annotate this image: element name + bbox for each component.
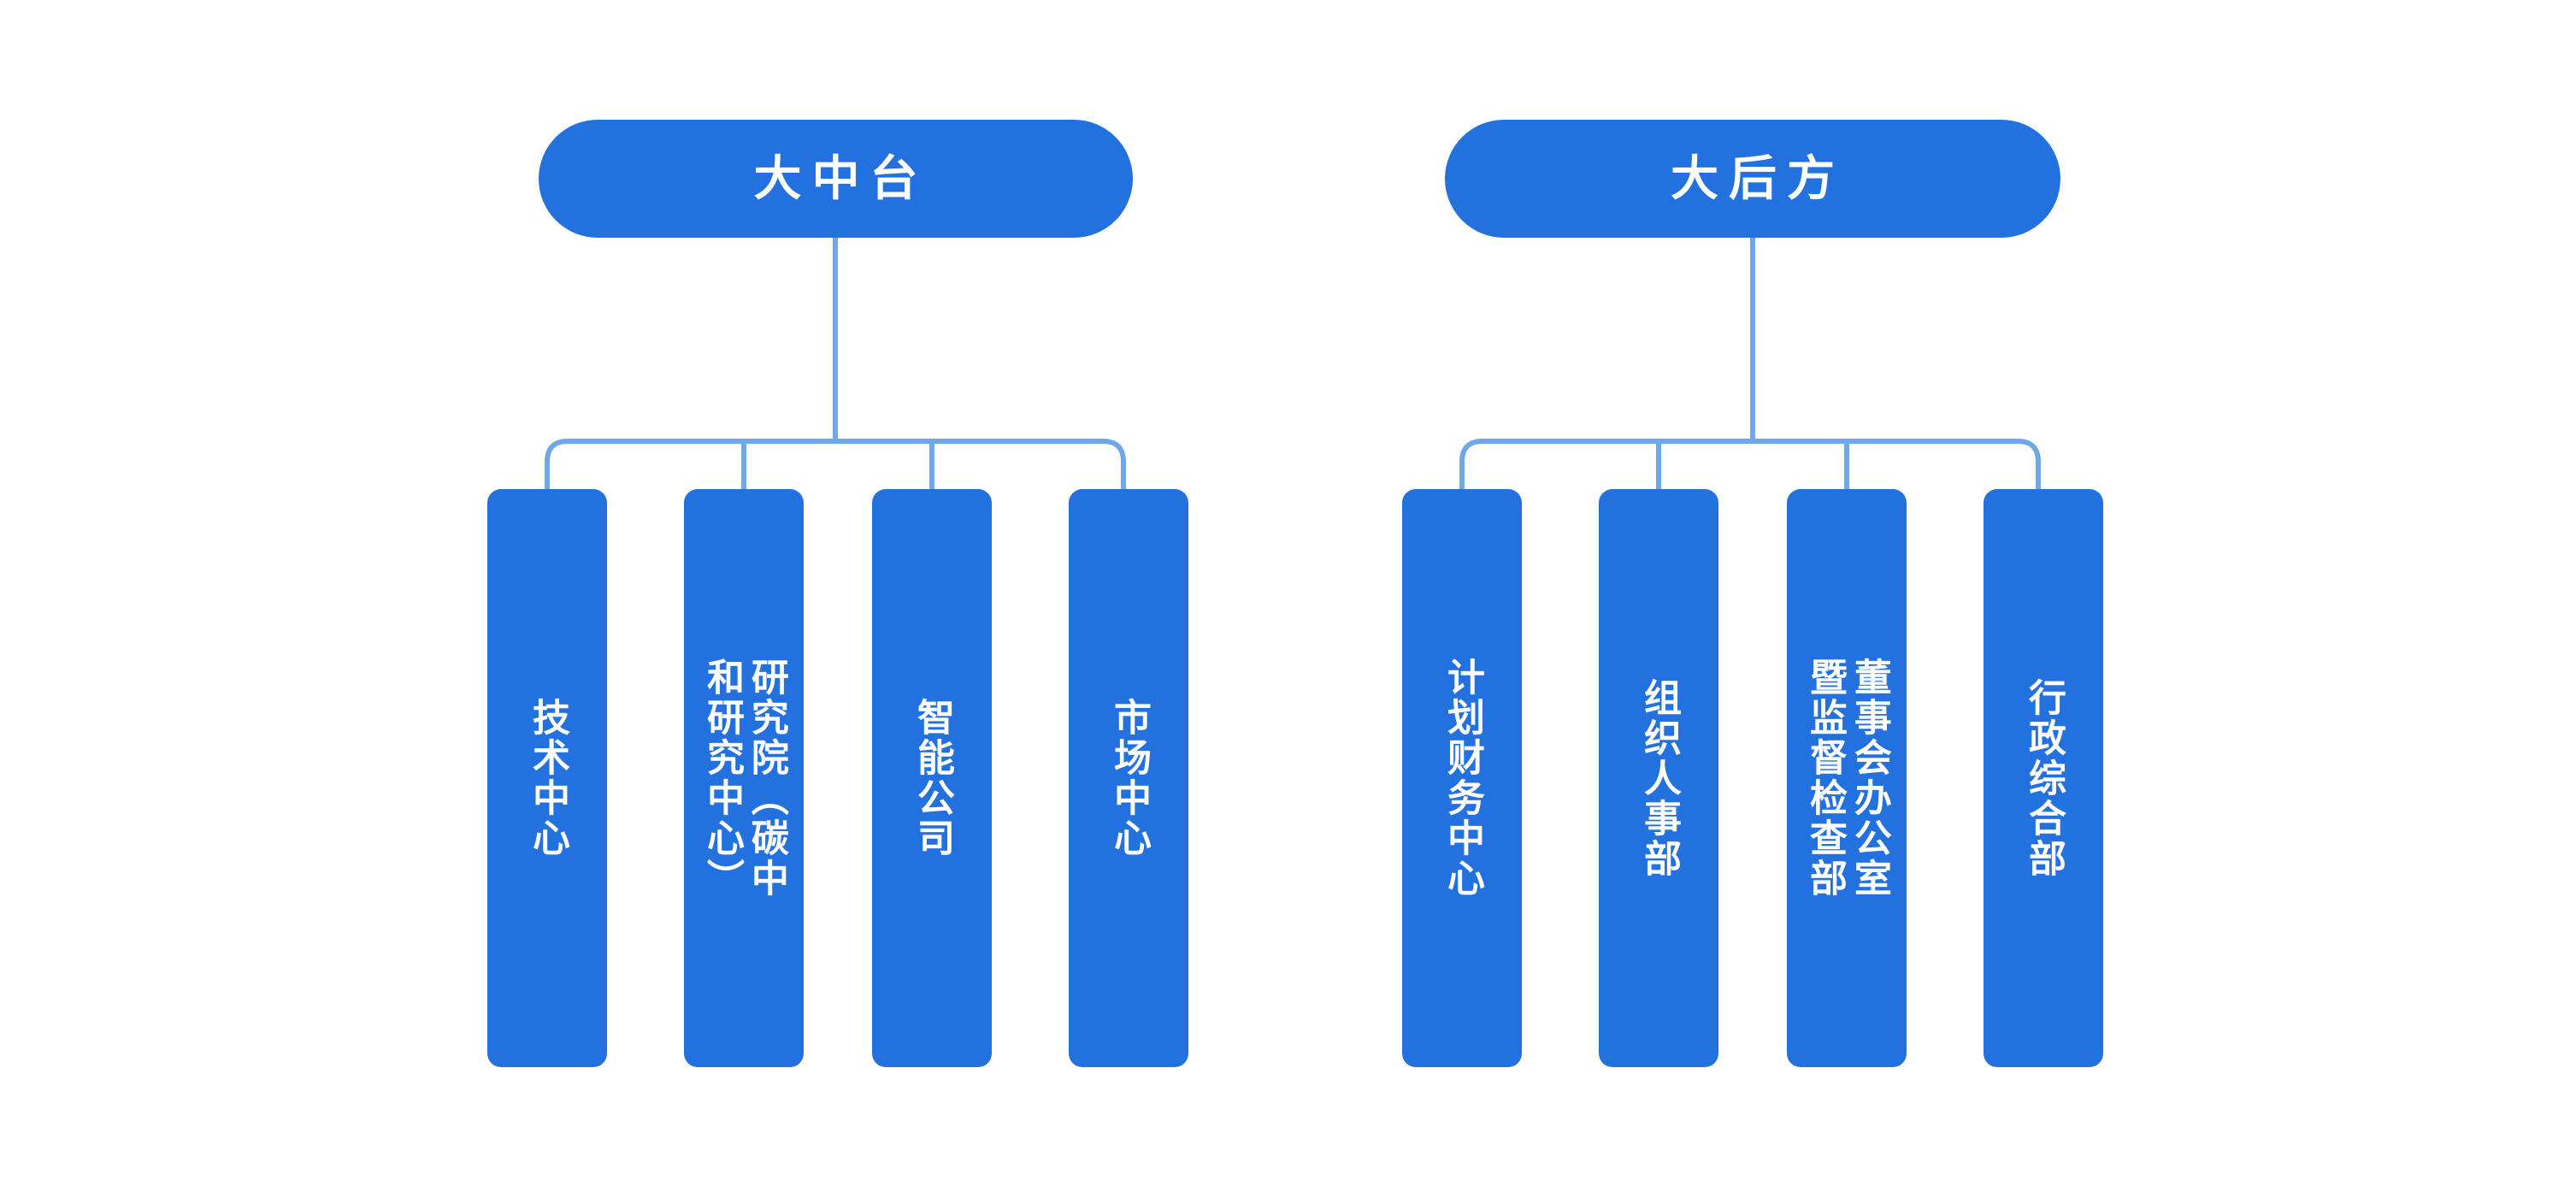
child-node-market-center[interactable]: 市场中心 <box>1069 489 1188 1067</box>
child-node-label: 市场中心 <box>1107 698 1150 859</box>
root-node-label: 大后方 <box>1671 151 1845 205</box>
child-node-label: 董事会办公室暨监督检查部 <box>1804 658 1890 899</box>
root-node-rear-support[interactable]: 大后方 <box>1445 120 2060 238</box>
child-node-technology-center[interactable]: 技术中心 <box>487 489 607 1067</box>
child-node-label: 智能公司 <box>911 698 953 859</box>
child-node-intelligent-company[interactable]: 智能公司 <box>872 489 992 1067</box>
connector-group-mid-platform <box>545 238 1126 489</box>
connector-bus-2 <box>1459 439 2041 489</box>
root-node-label: 大中台 <box>753 151 928 205</box>
connector-bus-1 <box>545 439 1126 489</box>
child-node-label: 行政综合部 <box>2022 677 2065 879</box>
child-node-label: 组织人事部 <box>1637 677 1680 879</box>
child-node-board-office-supervision-dept[interactable]: 董事会办公室暨监督检查部 <box>1787 489 1907 1067</box>
connector-group-rear-support <box>1459 238 2041 489</box>
child-node-organization-personnel-dept[interactable]: 组织人事部 <box>1599 489 1718 1067</box>
root-node-mid-platform[interactable]: 大中台 <box>539 120 1133 238</box>
child-node-label: 计划财务中心 <box>1441 658 1483 899</box>
child-node-planning-finance-center[interactable]: 计划财务中心 <box>1402 489 1522 1067</box>
child-node-research-institute[interactable]: 研究院（碳中和研究中心） <box>684 489 804 1067</box>
child-node-label: 研究院（碳中和研究中心） <box>701 658 787 899</box>
child-node-administration-dept[interactable]: 行政综合部 <box>1984 489 2103 1067</box>
child-node-label: 技术中心 <box>526 698 569 859</box>
